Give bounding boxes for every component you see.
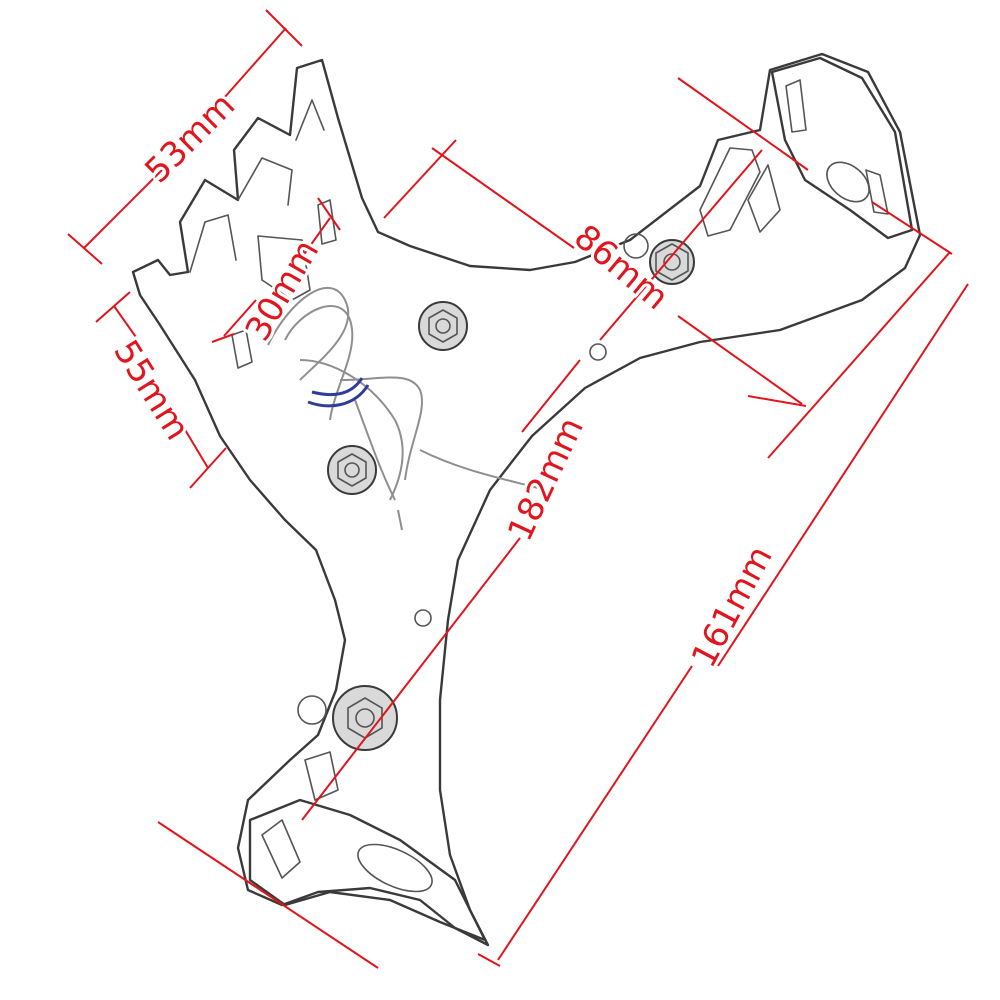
arm-slot-inner: [747, 164, 781, 233]
mount-ear-hole: [826, 161, 870, 203]
nut-center: [418, 301, 468, 351]
dimension-arm-span: [383, 77, 809, 407]
bottom-ear-hole: [357, 843, 433, 893]
bracket-drawing: [131, 52, 922, 947]
label-55mm: 55mm: [105, 333, 197, 447]
label-182mm: 182mm: [500, 411, 592, 547]
dimension-width-top: [67, 9, 303, 265]
nut-upper-right: [623, 233, 695, 285]
top-slot-right: [295, 99, 325, 141]
label-30mm: 30mm: [238, 233, 327, 348]
nut-lower-left: [327, 445, 377, 495]
dimension-left-height: [95, 291, 227, 489]
dimension-lines: [67, 9, 969, 969]
arm-slot: [699, 147, 761, 237]
dimension-diagonal-length: [157, 149, 763, 969]
bottom-ear-slot: [261, 819, 301, 879]
top-slot-middle: [237, 157, 293, 206]
label-161mm: 161mm: [684, 540, 781, 675]
small-hole-bottom: [414, 609, 432, 627]
dimension-labels: 53mm 30mm 55mm 86mm 182mm 161mm: [102, 82, 783, 677]
mount-ear-tab: [865, 169, 889, 215]
wire-harness: [267, 287, 539, 531]
mount-ear-outer: [770, 56, 914, 240]
bracket-outline: [131, 52, 922, 947]
bottom-ear-outer: [248, 798, 487, 942]
left-tab: [231, 329, 253, 369]
dimension-slot-depth: [211, 197, 341, 343]
top-slot-left: [189, 214, 237, 273]
bottom-tab: [304, 751, 339, 801]
small-hole-right: [589, 343, 607, 361]
dimension-right-height: [477, 201, 969, 967]
label-53mm: 53mm: [137, 85, 243, 191]
mount-ear-slot: [785, 79, 807, 133]
inner-slot: [257, 235, 311, 301]
